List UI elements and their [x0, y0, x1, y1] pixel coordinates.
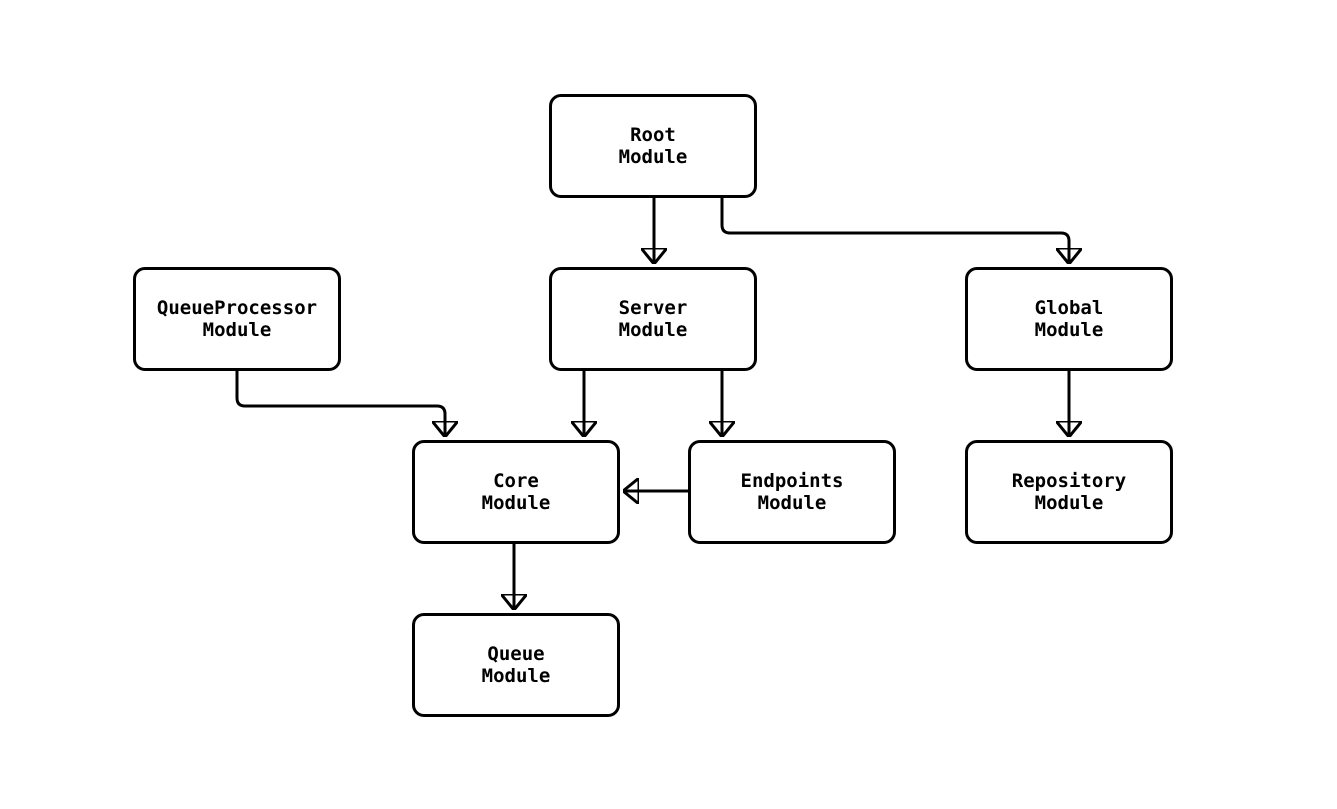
node-label-line: Module: [1034, 492, 1104, 514]
node-root-module: Root Module: [549, 94, 757, 198]
node-label-line: Root: [630, 124, 676, 146]
node-label-line: Repository: [1011, 470, 1127, 492]
node-endpoints-module: Endpoints Module: [688, 440, 896, 544]
node-queueprocessor-module: QueueProcessor Module: [133, 267, 341, 371]
edge-queueprocessor-to-core: [235, 371, 445, 436]
node-global-module: Global Module: [965, 267, 1173, 371]
node-label-line: Global: [1034, 297, 1104, 319]
edge-root-to-global: [720, 198, 1069, 263]
node-label-line: QueueProcessor: [156, 297, 318, 319]
node-label-line: Endpoints: [740, 470, 844, 492]
node-label-line: Server: [618, 297, 688, 319]
node-server-module: Server Module: [549, 267, 757, 371]
node-label-line: Module: [757, 492, 827, 514]
node-label-line: Module: [481, 492, 551, 514]
node-core-module: Core Module: [412, 440, 620, 544]
node-label-line: Module: [618, 319, 688, 341]
node-repository-module: Repository Module: [965, 440, 1173, 544]
node-label-line: Module: [202, 319, 272, 341]
node-queue-module: Queue Module: [412, 613, 620, 717]
node-label-line: Module: [618, 146, 688, 168]
node-label-line: Module: [481, 665, 551, 687]
node-label-line: Module: [1034, 319, 1104, 341]
node-label-line: Queue: [487, 643, 545, 665]
node-label-line: Core: [493, 470, 539, 492]
